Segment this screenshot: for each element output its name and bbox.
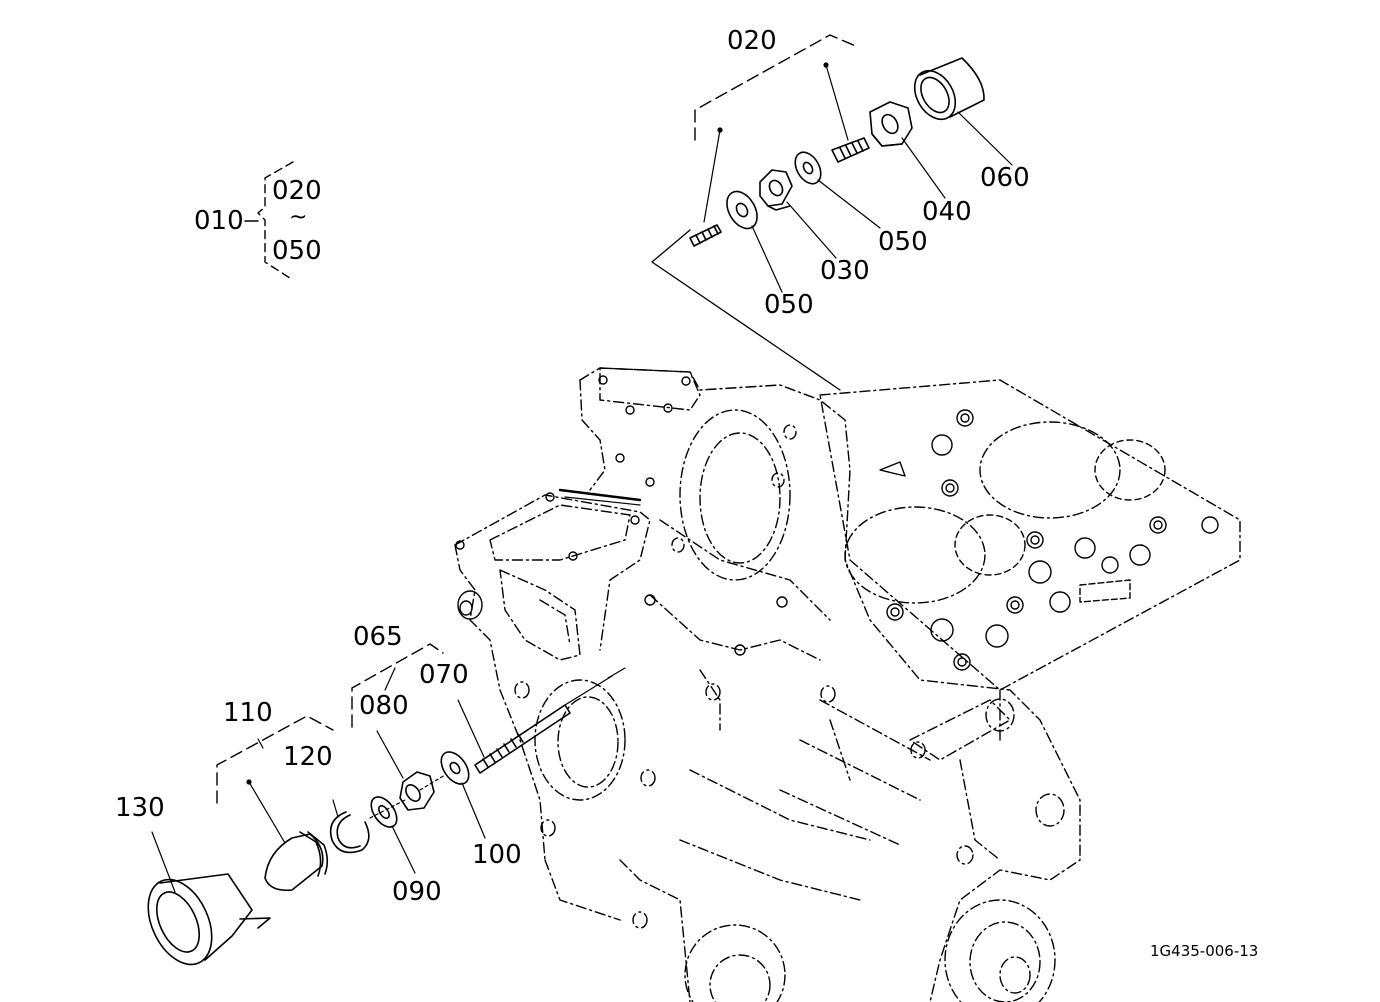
hex-nut-030	[759, 169, 793, 211]
callout-120: 120	[283, 742, 333, 772]
callout-060: 060	[980, 163, 1030, 193]
callout-050-upper: 050	[878, 227, 928, 257]
lower-assembly-leader	[607, 667, 626, 679]
snap-ring-120	[329, 811, 370, 854]
upper-assembly-leader	[651, 229, 841, 391]
assembly-range-end: 050	[272, 236, 322, 266]
set-screw-upper	[831, 137, 870, 163]
lower-plunger-assembly	[147, 643, 613, 966]
callout-070: 070	[419, 660, 469, 690]
callout-090: 090	[392, 877, 442, 907]
nut-080	[399, 771, 435, 811]
washer-upper	[794, 151, 822, 185]
plunger-cap-110	[264, 831, 329, 892]
set-screw-lower	[689, 224, 722, 247]
assembly-range-separator: ~	[289, 205, 308, 230]
sleeve-060	[913, 57, 985, 121]
gasket-holes	[879, 409, 1219, 671]
callout-050-lower: 050	[764, 290, 814, 320]
callout-040: 040	[922, 197, 972, 227]
callout-100: 100	[472, 840, 522, 870]
callout-020: 020	[727, 26, 777, 56]
washer-090	[370, 796, 398, 828]
upper-valve-assembly	[689, 34, 1013, 293]
washer-lower	[726, 190, 758, 230]
callout-110: 110	[223, 698, 273, 728]
cap-nut-040	[869, 101, 913, 147]
assembly-group-bracket	[244, 161, 294, 281]
washer-100	[440, 751, 470, 785]
assembly-group-label: 010	[194, 206, 244, 236]
callout-065: 065	[353, 622, 403, 652]
gear-case-housing	[454, 367, 1241, 1002]
assembly-range-start: 020	[272, 176, 322, 206]
callout-030: 030	[820, 256, 870, 286]
callout-130: 130	[115, 793, 165, 823]
drawing-id: 1G435-006-13	[1150, 942, 1259, 960]
callout-080: 080	[359, 691, 409, 721]
stud-070	[474, 675, 613, 774]
sleeve-130	[147, 873, 271, 966]
